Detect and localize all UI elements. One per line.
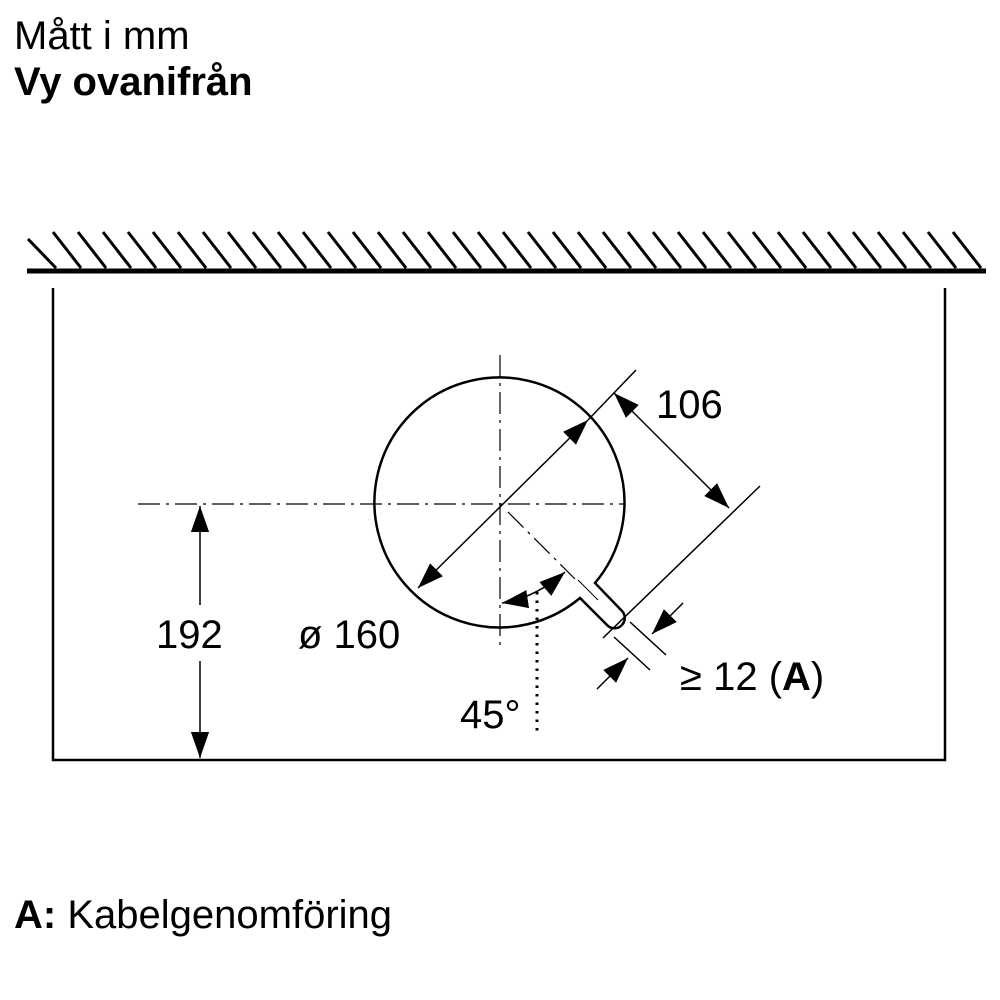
height-label: 192 <box>156 613 223 657</box>
clearance-ref: A <box>782 655 811 699</box>
hatch-line <box>476 231 508 269</box>
hatch-line <box>676 231 708 269</box>
hatch-line <box>426 231 458 269</box>
hatch-line <box>126 231 158 269</box>
hatch-line <box>876 231 908 269</box>
hatch-line <box>626 231 658 269</box>
hatch-line <box>851 231 883 269</box>
hatch-line <box>351 231 383 269</box>
units-label: Mått i mm <box>14 14 190 58</box>
hatch-line <box>401 231 433 269</box>
extension-line-2 <box>602 485 761 639</box>
duct-opening-outline <box>373 376 627 630</box>
wall-hatching <box>26 231 983 270</box>
hatch-line <box>801 231 833 269</box>
hatch-line <box>701 231 733 269</box>
hatch-line <box>501 231 533 269</box>
angle-arc <box>501 571 566 609</box>
hatch-line <box>226 231 258 269</box>
hatch-line <box>201 231 233 269</box>
hatch-line <box>951 231 983 269</box>
paren-close: ) <box>811 655 824 699</box>
hatch-line <box>901 231 933 269</box>
hatch-line <box>926 231 958 269</box>
paren-open: ( <box>769 655 783 699</box>
hatch-line <box>151 231 183 269</box>
hatch-line <box>276 231 308 269</box>
hatch-line <box>101 231 133 269</box>
hatch-line <box>526 231 558 269</box>
legend-key: A: <box>14 893 57 937</box>
hatch-line <box>651 231 683 269</box>
hatch-line <box>376 231 408 269</box>
hatch-line <box>326 231 358 269</box>
clearance-value: ≥ 12 <box>680 655 758 699</box>
hatch-line <box>251 231 283 269</box>
hatch-line <box>601 231 633 269</box>
hatch-line <box>26 237 58 270</box>
hatch-line <box>551 231 583 269</box>
hatch-line <box>776 231 808 269</box>
view-title: Vy ovanifrån <box>14 60 253 104</box>
hatch-line <box>576 231 608 269</box>
diameter-dimension-line <box>417 419 589 589</box>
extension-line-1 <box>587 369 637 421</box>
legend: A: Kabelgenomföring <box>14 893 392 938</box>
legend-text: Kabelgenomföring <box>67 893 393 937</box>
clearance-label: ≥ 12 (A) <box>680 655 824 699</box>
cabinet-outline <box>51 288 947 762</box>
hatch-line <box>51 231 83 269</box>
hatch-line <box>451 231 483 269</box>
offset-dimension-line <box>613 392 730 509</box>
clearance-dimension <box>596 602 684 690</box>
diameter-label: ø 160 <box>298 613 400 657</box>
angle-label: 45° <box>460 693 521 737</box>
hatch-line <box>301 231 333 269</box>
hatch-line <box>176 231 208 269</box>
hatch-line <box>826 231 858 269</box>
hatch-line <box>726 231 758 269</box>
hatch-line <box>76 231 108 269</box>
hatch-line <box>751 231 783 269</box>
offset-label: 106 <box>656 383 723 427</box>
